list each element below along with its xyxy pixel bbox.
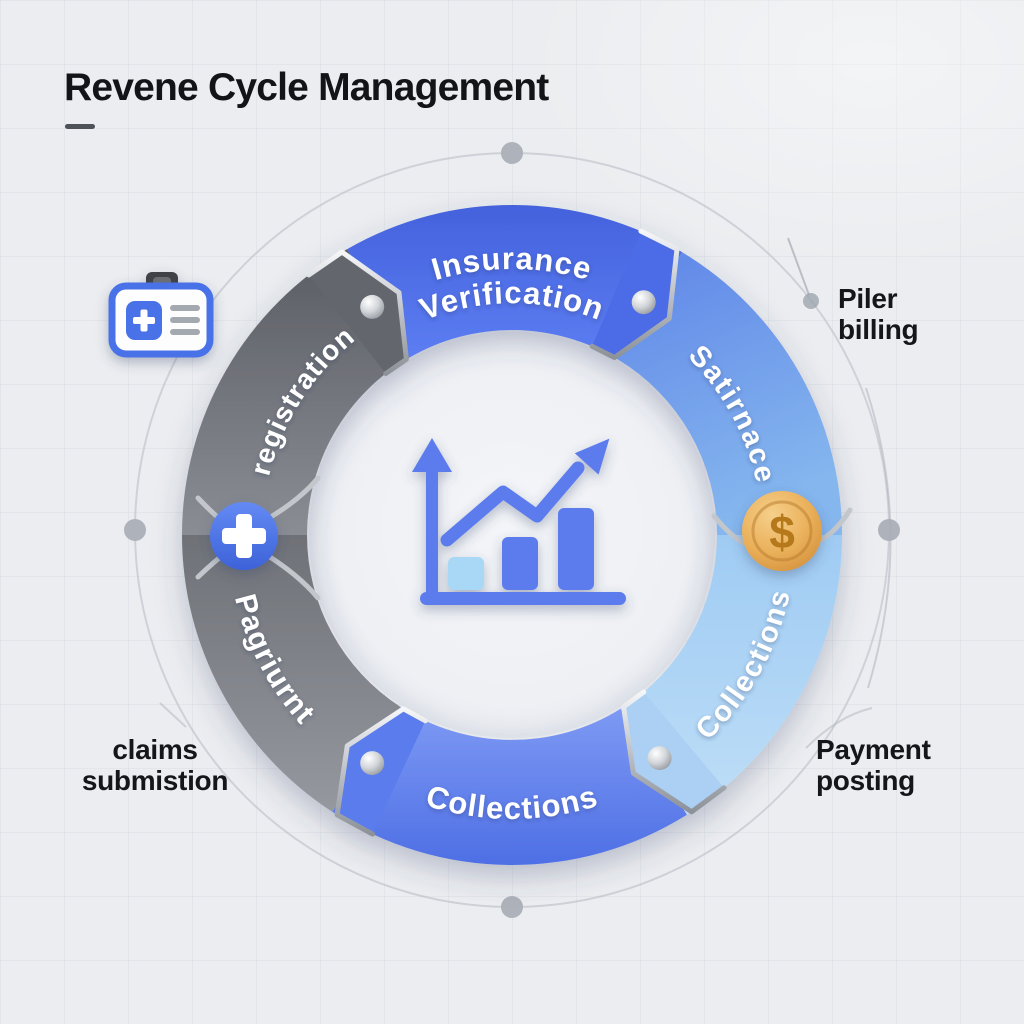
label-payment-posting: Payment posting	[816, 734, 931, 797]
ring-segment-payment	[182, 535, 401, 812]
medical-plus-junction	[195, 475, 321, 601]
ring-segment-insurance-verification	[347, 204, 682, 360]
label-line: claims	[112, 734, 198, 765]
decorative-dot-top-right	[803, 293, 819, 309]
segment-connector-top-left	[306, 249, 409, 376]
label-line: billing	[838, 314, 919, 346]
cardinal-dot-bottom	[501, 896, 523, 918]
segment-connector-bottom-left	[334, 706, 428, 837]
ring-segment-billing	[617, 252, 843, 535]
dollar-coin-junction: $	[711, 491, 853, 571]
decorative-line-top-right	[787, 237, 810, 296]
cardinal-dot-left	[124, 519, 146, 541]
growth-chart-icon	[412, 438, 626, 605]
chart-bar-tall	[558, 508, 594, 590]
cardinal-dot-top	[501, 142, 523, 164]
ring-segment-collections-bottom	[332, 706, 687, 865]
rivet-sphere	[647, 746, 672, 771]
segment-connector-bottom-right	[621, 689, 727, 815]
rivet-sphere	[631, 290, 656, 315]
page-title: Revene Cycle Management	[64, 66, 549, 109]
ring-inner-disc	[309, 332, 715, 738]
decorative-arc-bottom-right	[805, 707, 873, 749]
dollar-coin-icon: $	[742, 491, 822, 571]
patient-id-card-icon	[108, 272, 214, 358]
rivet-sphere	[360, 294, 385, 319]
label-line: submistion	[81, 765, 229, 797]
cardinal-dot-right	[878, 519, 900, 541]
cycle-ring	[182, 204, 843, 865]
label-line: Payment	[816, 734, 931, 765]
segment-connector-top-right	[589, 228, 680, 360]
chart-bar-small	[448, 557, 484, 590]
decorative-arc-right	[865, 387, 892, 689]
label-piler-billing: Piler billing	[838, 283, 919, 346]
trend-arrowhead	[574, 438, 610, 475]
label-claims-submission: claims submistion	[55, 734, 255, 797]
rivet-sphere	[360, 751, 385, 776]
label-line: Piler	[838, 283, 898, 314]
decorative-line-bottom-left	[159, 702, 187, 728]
label-line: posting	[816, 765, 915, 797]
title-dash	[65, 124, 95, 129]
dollar-symbol: $	[769, 506, 795, 558]
medical-plus-icon	[210, 502, 278, 570]
chart-bar-medium	[502, 537, 538, 590]
